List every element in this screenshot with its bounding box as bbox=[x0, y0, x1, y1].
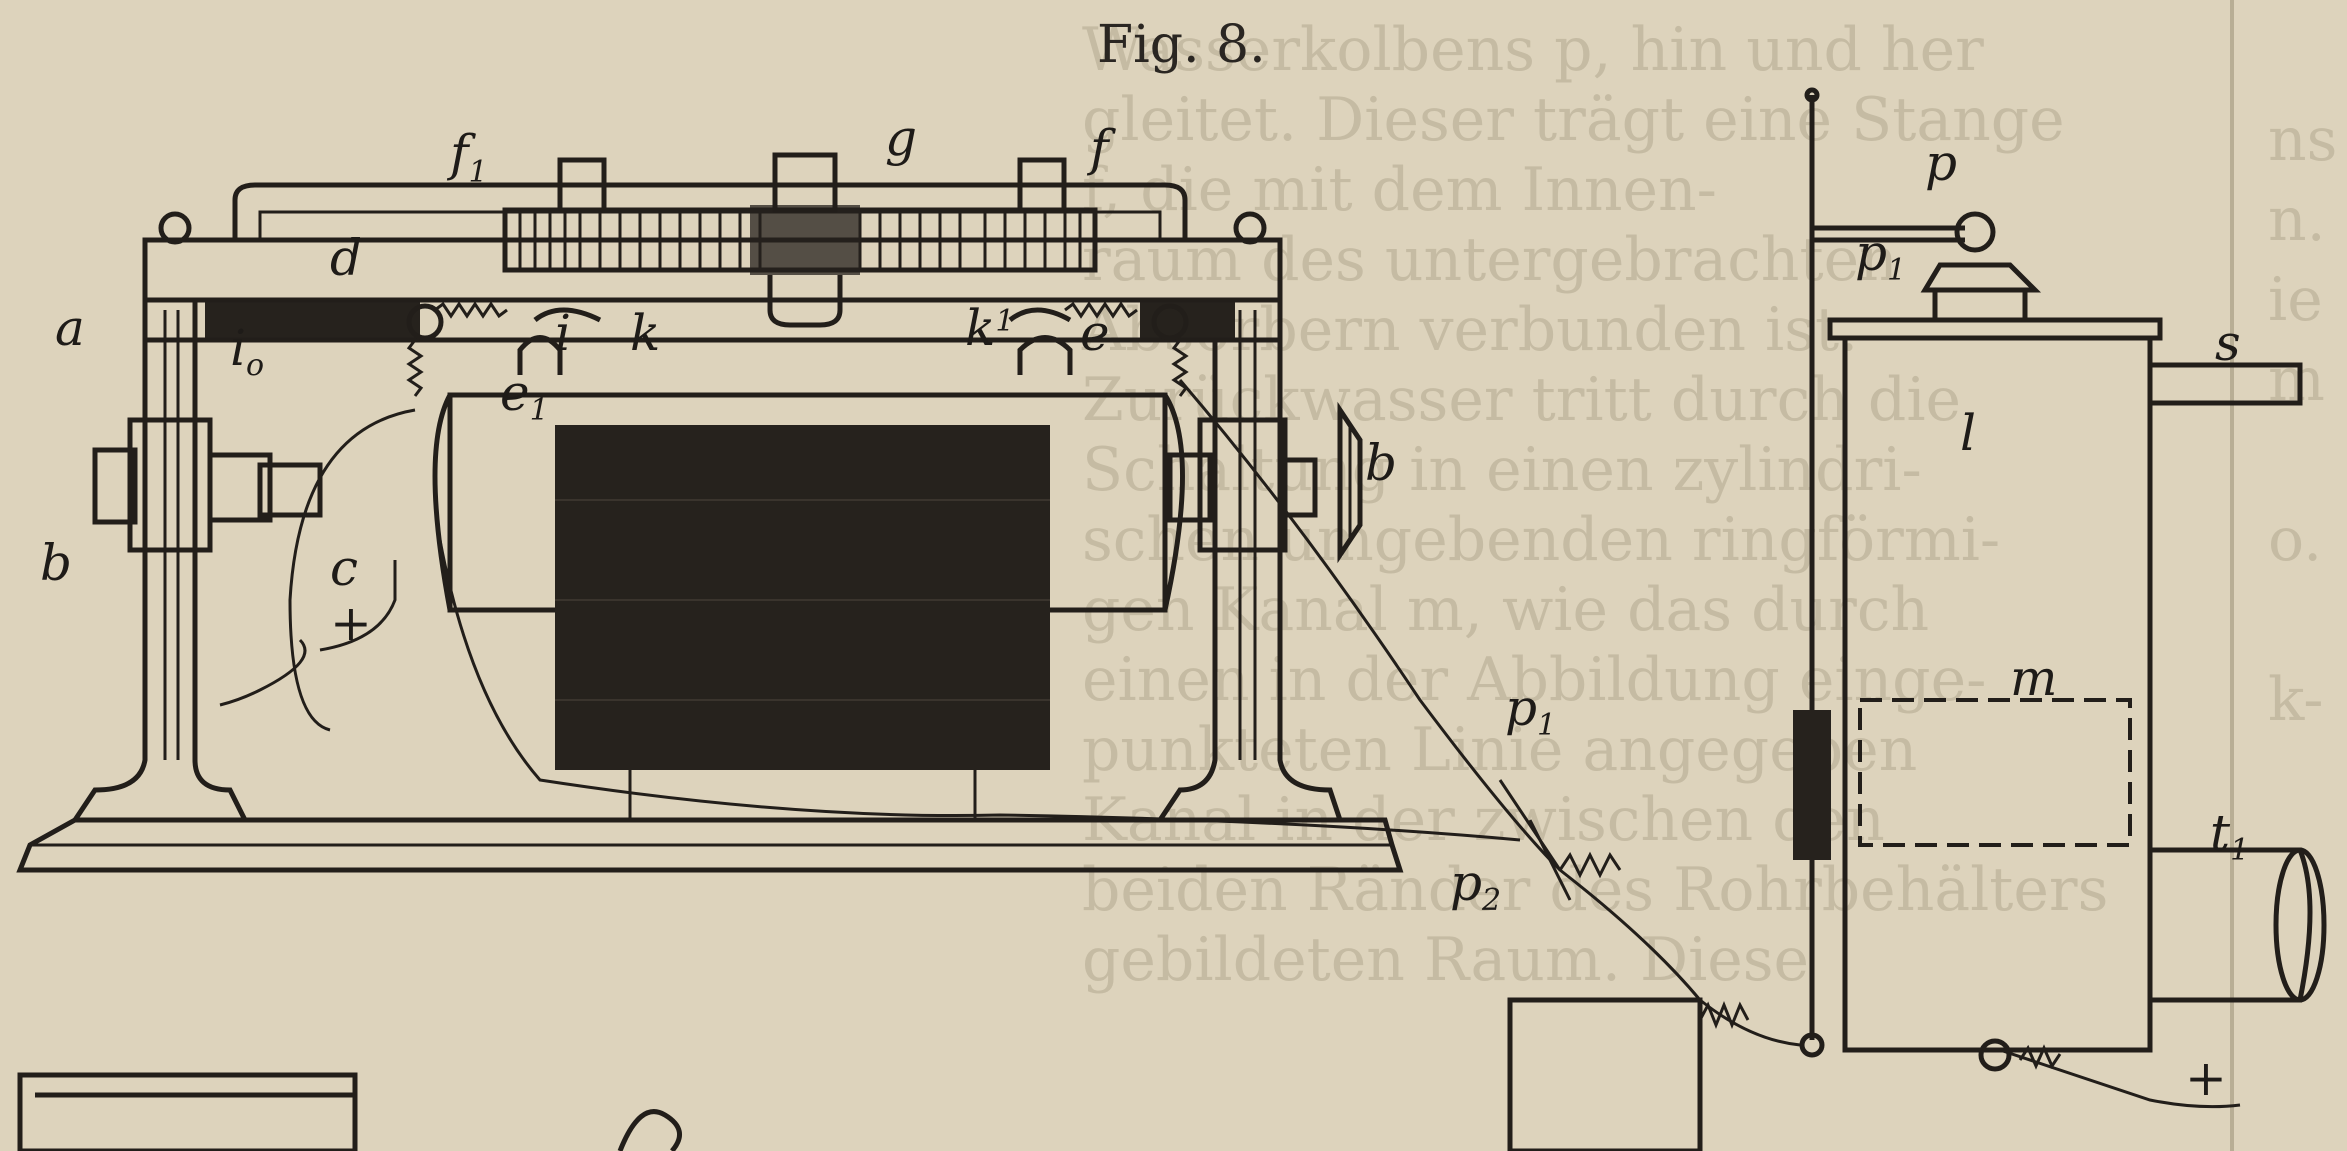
label-c: c bbox=[330, 539, 358, 597]
gear-hub-f1 bbox=[557, 157, 607, 213]
ghost-margin-3: ie bbox=[2268, 265, 2323, 335]
ghost-line-9: gen Kanal m, wie das durch bbox=[1082, 575, 1929, 645]
label-e1: e1 bbox=[500, 364, 549, 428]
ghost-line-2: gleitet. Dieser trägt eine Stange bbox=[1082, 85, 2065, 155]
right-pedestal bbox=[1155, 300, 1363, 823]
label-f1: f1 bbox=[446, 124, 488, 190]
ghost-line-11: punkteten Linie angegeben bbox=[1082, 715, 1917, 785]
wiring bbox=[219, 379, 2241, 1109]
rod-collar bbox=[1793, 710, 1831, 860]
ghost-line-4: raum des untergebrachten bbox=[1082, 225, 1898, 295]
reference-labels: f1 g f d a io i k k1 e e1 b b c + p p1 l… bbox=[40, 109, 2249, 1107]
top-frame bbox=[142, 182, 1283, 343]
label-s: s bbox=[2215, 314, 2241, 372]
gear-train bbox=[502, 152, 1098, 328]
pipe-t1 bbox=[2273, 847, 2327, 1003]
coil-winding bbox=[555, 425, 1050, 770]
ghost-margin-5: o. bbox=[2268, 505, 2322, 575]
label-i: i bbox=[555, 304, 571, 362]
label-k: k bbox=[630, 304, 660, 362]
vessel-body bbox=[1842, 335, 2153, 1053]
pulley-wheel bbox=[1337, 401, 1363, 564]
gear-hub-g bbox=[772, 152, 838, 213]
figure-caption: Fig. 8. bbox=[1097, 15, 1266, 75]
label-i0: io bbox=[230, 319, 264, 383]
ghost-margin-2: n. bbox=[2268, 185, 2326, 255]
label-d: d bbox=[330, 229, 362, 287]
label-p1: p1 bbox=[1855, 224, 1906, 288]
ghost-line-14: gebildeten Raum. Diese bbox=[1082, 925, 1809, 995]
label-a: a bbox=[55, 299, 85, 357]
ghost-line-6: Zurückwasser tritt durch die bbox=[1082, 365, 1961, 435]
dashed-channel-m bbox=[1858, 698, 2132, 847]
pressure-vessel-assembly bbox=[1793, 87, 2327, 1072]
gear-hub-f bbox=[1017, 157, 1067, 213]
lower-figure-fragment bbox=[17, 997, 1703, 1151]
label-plus-right: + bbox=[2185, 1049, 2227, 1107]
ghost-margin-6: k- bbox=[2268, 665, 2324, 735]
label-t1: t1 bbox=[2210, 804, 2249, 868]
label-b-left: b bbox=[40, 534, 72, 592]
label-m: m bbox=[2010, 649, 2057, 707]
label-b-right: b bbox=[1365, 434, 1397, 492]
label-e: e bbox=[1080, 304, 1110, 362]
machine-base bbox=[16, 817, 1404, 873]
label-k1: k1 bbox=[965, 299, 1014, 357]
ghost-line-3: f, die mit dem Innen- bbox=[1082, 155, 1717, 225]
ghost-line-1: Wasserkolbens p, hin und her bbox=[1082, 15, 1984, 85]
ghost-line-8: schen umgebenden ringförmi- bbox=[1082, 505, 2000, 575]
label-p2: p2 bbox=[1450, 854, 1501, 918]
pipe-s bbox=[2147, 362, 2303, 406]
ghost-line-7: Schaltung in einen zylindri- bbox=[1082, 435, 1922, 505]
label-g: g bbox=[885, 109, 917, 167]
label-p: p bbox=[1925, 134, 1957, 192]
label-plus-left: + bbox=[330, 594, 372, 652]
ghost-line-10: einen in der Abbildung einge- bbox=[1082, 645, 1986, 715]
electromagnet bbox=[432, 392, 1185, 820]
ghost-margin-1: ns bbox=[2268, 105, 2337, 175]
label-p1-wire: p1 bbox=[1505, 679, 1556, 743]
label-l: l bbox=[1960, 404, 1976, 462]
left-pedestal bbox=[70, 300, 323, 823]
